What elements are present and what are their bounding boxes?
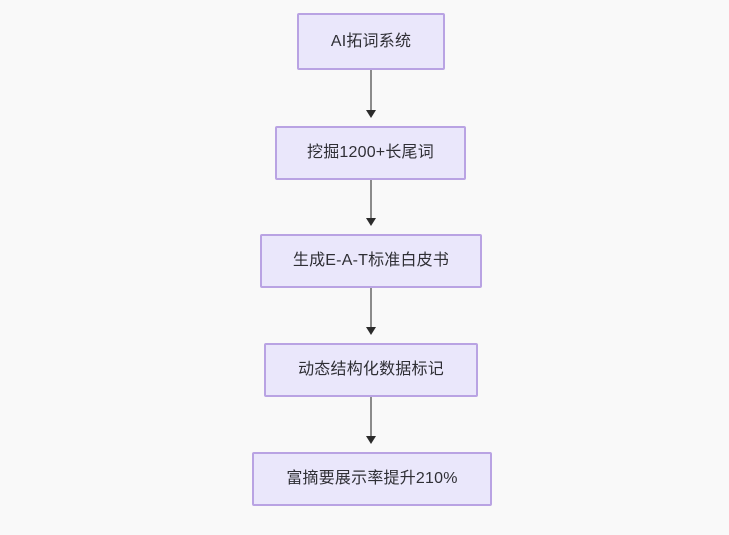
flow-node-label: 生成E-A-T标准白皮书 (292, 252, 450, 269)
flow-node-ai-keyword-system[interactable]: AI拓词系统 (297, 13, 445, 70)
arrowhead-icon (366, 218, 376, 226)
edge-line (370, 288, 372, 328)
flow-node-rich-snippet-result[interactable]: 富摘要展示率提升210% (252, 452, 492, 506)
arrowhead-icon (366, 436, 376, 444)
edge-line (370, 397, 372, 437)
flow-node-label: AI拓词系统 (330, 32, 412, 50)
arrowhead-icon (366, 327, 376, 335)
flow-node-label: 动态结构化数据标记 (298, 361, 444, 378)
edge-line (370, 180, 372, 219)
edge-line (370, 70, 372, 111)
flow-node-eat-whitepaper[interactable]: 生成E-A-T标准白皮书 (260, 234, 482, 288)
flow-node-structured-data-markup[interactable]: 动态结构化数据标记 (264, 343, 478, 397)
flow-node-longtail-mining[interactable]: 挖掘1200+长尾词 (275, 126, 466, 180)
flow-node-label: 挖掘1200+长尾词 (307, 144, 434, 161)
arrowhead-icon (366, 110, 376, 118)
flow-node-label: 富摘要展示率提升210% (286, 470, 458, 487)
